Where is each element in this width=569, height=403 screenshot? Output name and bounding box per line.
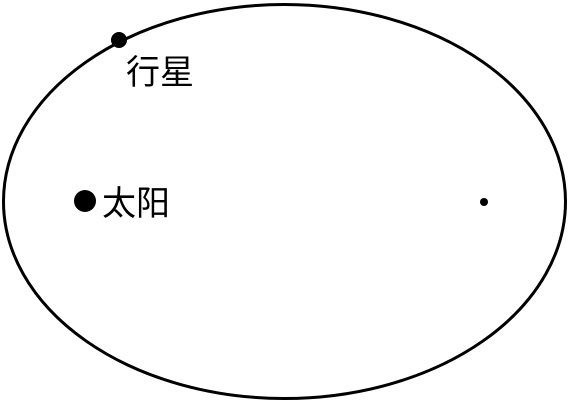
planet-dot <box>111 32 127 48</box>
sun-label: 太阳 <box>102 184 170 224</box>
focus-dot <box>480 198 488 206</box>
sun-dot <box>74 190 96 212</box>
planet-label: 行星 <box>126 53 194 93</box>
orbit-ellipse <box>2 3 567 400</box>
